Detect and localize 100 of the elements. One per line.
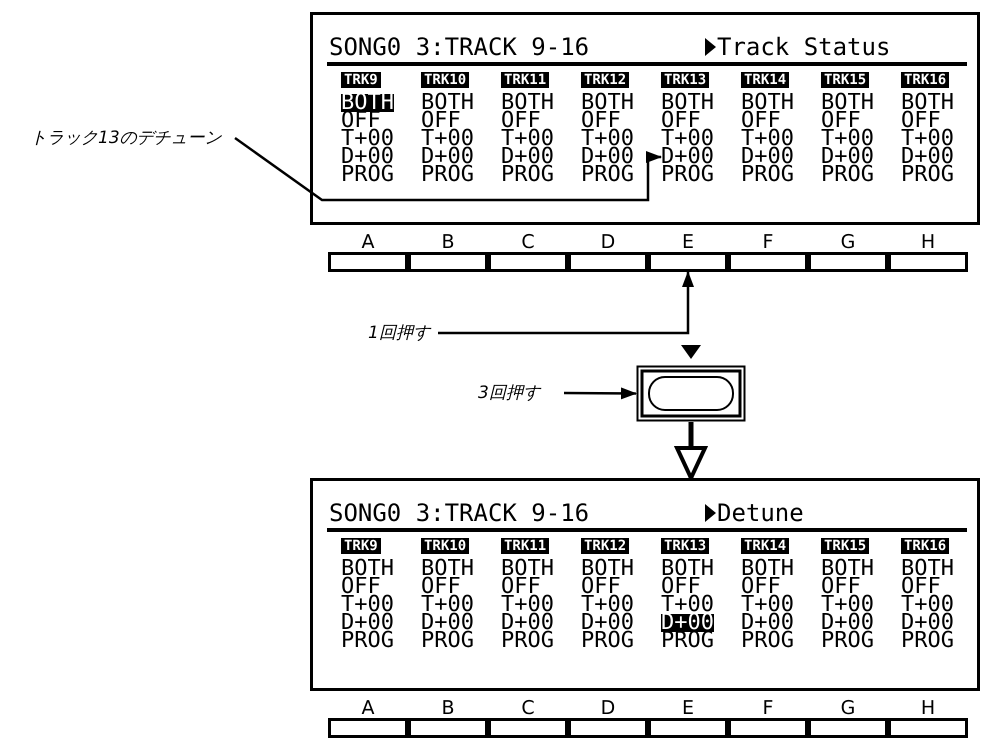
track-tag: TRK13 bbox=[661, 72, 710, 88]
status-value: PROG bbox=[581, 166, 634, 184]
hollow-arrow bbox=[675, 422, 707, 480]
status-value: OFF bbox=[901, 112, 941, 130]
status-value: PROG bbox=[821, 632, 874, 650]
status-value: D+00 bbox=[501, 148, 554, 166]
status-value: T+00 bbox=[341, 130, 394, 148]
status-value: PROG bbox=[901, 632, 954, 650]
status-value: OFF bbox=[661, 578, 701, 596]
status-value: OFF bbox=[421, 112, 461, 130]
key-letter: H bbox=[920, 698, 936, 718]
key-letter: C bbox=[520, 698, 536, 718]
key-letter: G bbox=[840, 232, 856, 252]
status-value: PROG bbox=[741, 632, 794, 650]
track-tag: TRK11 bbox=[501, 72, 550, 88]
track-tag: TRK12 bbox=[581, 538, 630, 554]
status-value: T+00 bbox=[901, 596, 954, 614]
lcd-screen bbox=[310, 478, 980, 691]
status-value: OFF bbox=[341, 578, 381, 596]
screen-title: SONG0 3:TRACK 9-16 bbox=[329, 499, 590, 527]
callout-text: 3回押す bbox=[478, 382, 564, 404]
status-value: BOTH bbox=[581, 560, 634, 578]
status-value: D+00 bbox=[581, 148, 634, 166]
status-value: BOTH bbox=[661, 560, 714, 578]
status-value: OFF bbox=[581, 112, 621, 130]
status-value: BOTH bbox=[901, 94, 954, 112]
status-value: OFF bbox=[501, 578, 541, 596]
track-tag: TRK16 bbox=[901, 72, 950, 88]
arrow bbox=[438, 271, 694, 334]
track-tag: TRK10 bbox=[421, 72, 470, 88]
key-letter: D bbox=[600, 232, 616, 252]
status-value: D+00 bbox=[901, 614, 954, 632]
key-letter: B bbox=[440, 698, 456, 718]
track-tag: TRK15 bbox=[821, 538, 870, 554]
status-value: BOTH bbox=[581, 94, 634, 112]
arrow bbox=[234, 136, 662, 202]
track-tag: TRK10 bbox=[421, 538, 470, 554]
key-letter: H bbox=[920, 232, 936, 252]
status-value: D+00 bbox=[341, 614, 394, 632]
status-value: BOTH bbox=[741, 94, 794, 112]
status-value: OFF bbox=[501, 112, 541, 130]
status-value: PROG bbox=[501, 166, 554, 184]
track-tag: TRK11 bbox=[501, 538, 550, 554]
key-letter: A bbox=[360, 698, 376, 718]
status-value: T+00 bbox=[581, 596, 634, 614]
track-tag: TRK14 bbox=[741, 72, 790, 88]
screen-title: SONG0 3:TRACK 9-16 bbox=[329, 33, 590, 61]
key-letter: E bbox=[680, 232, 695, 252]
status-value: T+00 bbox=[661, 130, 714, 148]
status-value: T+00 bbox=[741, 596, 794, 614]
status-value: D+00 bbox=[821, 614, 874, 632]
status-value: BOTH bbox=[821, 560, 874, 578]
status-value: BOTH bbox=[421, 560, 474, 578]
key-letter: F bbox=[762, 698, 774, 718]
status-value: BOTH bbox=[341, 560, 394, 578]
status-value: BOTH bbox=[741, 560, 794, 578]
status-value: OFF bbox=[661, 112, 701, 130]
status-value: D+00 bbox=[581, 614, 634, 632]
status-value: D+00 bbox=[341, 148, 394, 166]
status-value: T+00 bbox=[901, 130, 954, 148]
status-value: BOTH bbox=[901, 560, 954, 578]
status-value: T+00 bbox=[421, 596, 474, 614]
page-name: Track Status bbox=[717, 33, 890, 61]
status-value: BOTH bbox=[821, 94, 874, 112]
arrow bbox=[564, 387, 637, 400]
status-value: D+00 bbox=[741, 148, 794, 166]
status-value: PROG bbox=[501, 632, 554, 650]
status-value: OFF bbox=[901, 578, 941, 596]
status-value: T+00 bbox=[341, 596, 394, 614]
key-letter: E bbox=[680, 698, 695, 718]
status-value: D+00 bbox=[741, 614, 794, 632]
status-value: BOTH bbox=[421, 94, 474, 112]
key-letter: C bbox=[520, 232, 536, 252]
status-value: BOTH bbox=[501, 94, 554, 112]
status-value: PROG bbox=[901, 166, 954, 184]
status-value: T+00 bbox=[501, 130, 554, 148]
status-value: PROG bbox=[581, 632, 634, 650]
status-value: PROG bbox=[341, 632, 394, 650]
status-value: OFF bbox=[421, 578, 461, 596]
status-value: PROG bbox=[661, 166, 714, 184]
status-value: OFF bbox=[581, 578, 621, 596]
status-value: T+00 bbox=[581, 130, 634, 148]
status-value: T+00 bbox=[661, 596, 714, 614]
key-letter: B bbox=[440, 232, 456, 252]
status-value: D+00 bbox=[421, 614, 474, 632]
page-name: Detune bbox=[717, 499, 804, 527]
track-tag: TRK12 bbox=[581, 72, 630, 88]
callout-text: 1回押す bbox=[368, 322, 438, 344]
track-tag: TRK9 bbox=[341, 538, 381, 554]
status-value: OFF bbox=[821, 112, 861, 130]
status-value: PROG bbox=[741, 166, 794, 184]
status-value: OFF bbox=[821, 578, 861, 596]
status-value: T+00 bbox=[501, 596, 554, 614]
status-value: PROG bbox=[421, 166, 474, 184]
callout-text: トラック13のデチューン bbox=[30, 127, 235, 149]
track-tag: TRK13 bbox=[661, 538, 710, 554]
status-value: D+00 bbox=[501, 614, 554, 632]
status-value: PROG bbox=[821, 166, 874, 184]
status-value: OFF bbox=[741, 112, 781, 130]
track-tag: TRK14 bbox=[741, 538, 790, 554]
